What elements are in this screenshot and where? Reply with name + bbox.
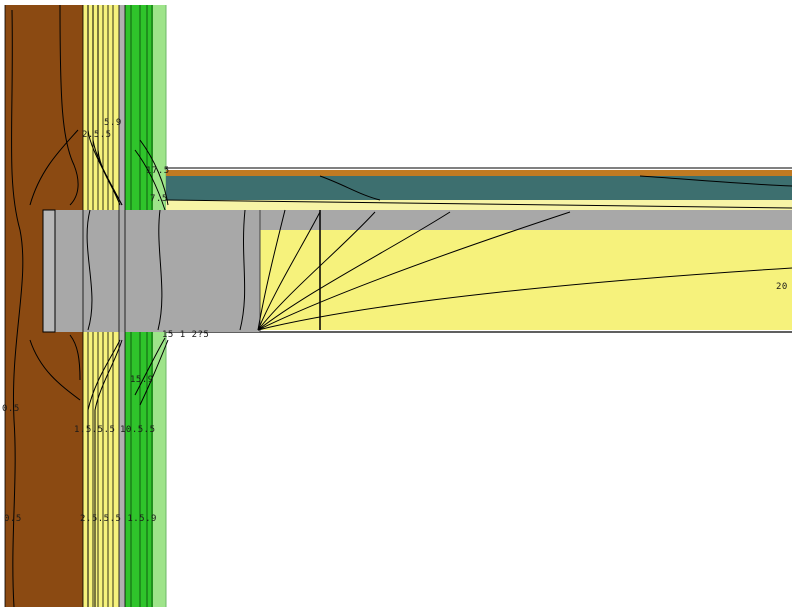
isotherm-label: 20 — [776, 282, 788, 292]
roof-insulation-thin — [166, 200, 792, 210]
isotherm-label: 0.5 — [2, 404, 20, 414]
isotherm-label: 0.5 — [4, 514, 22, 524]
roof-membrane — [166, 176, 792, 200]
isotherm-lines — [11, 4, 793, 608]
isotherm-label: 2.5.5.5 1.5.9 — [80, 514, 157, 524]
slab-concrete-body — [55, 210, 260, 332]
slab-concrete-strip — [260, 210, 792, 230]
roof-top-strip — [166, 170, 792, 176]
isotherm-label: 7.5 — [150, 194, 168, 204]
slab-insulation — [260, 230, 792, 330]
wall-outlines — [4, 5, 126, 607]
isotherm-label: 15.9 — [130, 375, 154, 385]
isotherm-label: 2.5.5 — [82, 130, 112, 140]
isotherm-label: 5.9 — [104, 118, 122, 128]
isotherm-label: 17.5 — [146, 166, 170, 176]
isotherm-label: 10.5.5 — [120, 425, 156, 435]
slab-bearing-edge — [42, 209, 56, 333]
isotherm-label: 1.5.5.5 — [74, 425, 116, 435]
isotherm-label: 15 1 2?5 — [162, 330, 210, 340]
